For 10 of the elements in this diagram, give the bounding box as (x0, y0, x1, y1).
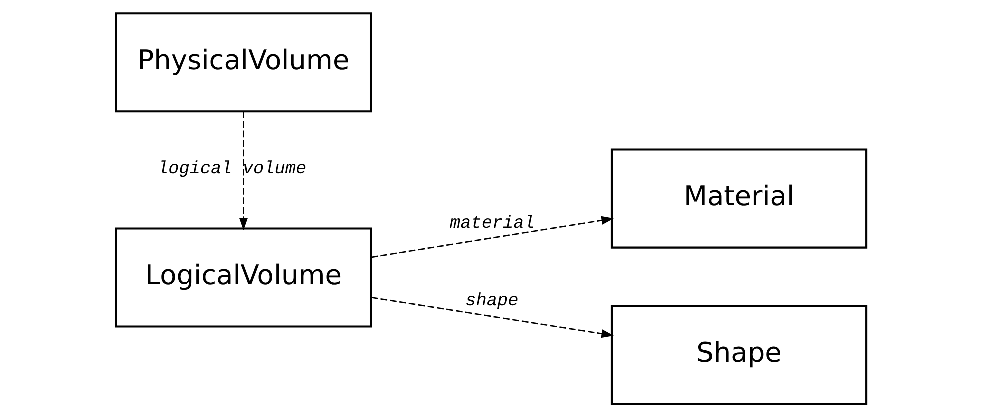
node-box: PhysicalVolume (115, 12, 372, 113)
edge-label: logical volume (158, 159, 307, 180)
arrow (371, 216, 614, 258)
arrow (239, 112, 248, 230)
arrow (371, 296, 614, 338)
node-box: LogicalVolume (115, 228, 372, 328)
edge-label: shape (466, 292, 519, 312)
node-box: Shape (610, 305, 868, 406)
edge-label: material (450, 214, 535, 234)
node-box: Material (610, 148, 868, 249)
